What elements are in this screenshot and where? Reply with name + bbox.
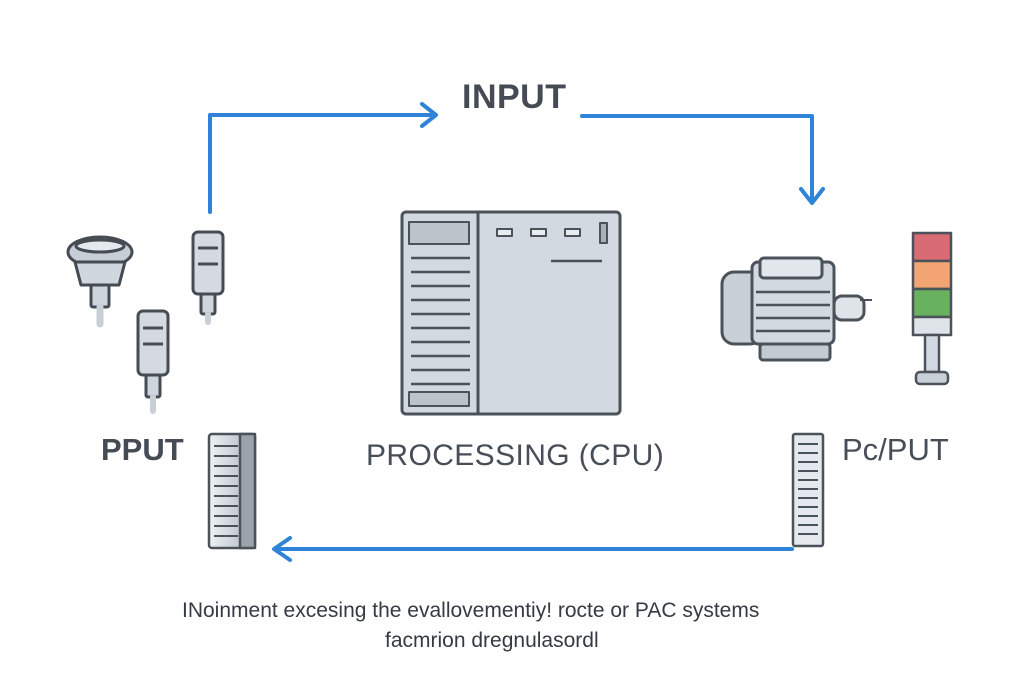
- connector-sensor-icon: [191, 230, 225, 325]
- connector-sensor-icon: [136, 309, 170, 414]
- cpu-module-icon: [400, 210, 622, 416]
- flow-arrow-top-left: [208, 102, 438, 214]
- io-module-icon: [791, 432, 825, 548]
- flow-arrow-top-right: [580, 114, 825, 205]
- caption-line-1: INoinment excesing the evallovementiy! r…: [182, 599, 760, 622]
- processing-label: PROCESSING (CPU): [366, 439, 665, 472]
- proximity-sensor-icon: [66, 235, 134, 328]
- output-label: Pс/PUT: [842, 432, 949, 467]
- io-module-icon: [207, 432, 257, 550]
- left-io-label: PPUT: [101, 432, 184, 467]
- stack-light-icon: [911, 231, 953, 386]
- caption-line-2: facmrion dregnulasordl: [385, 629, 599, 652]
- input-label: INPUT: [462, 78, 567, 116]
- motor-icon: [720, 256, 872, 362]
- flow-arrow-bottom: [272, 536, 794, 562]
